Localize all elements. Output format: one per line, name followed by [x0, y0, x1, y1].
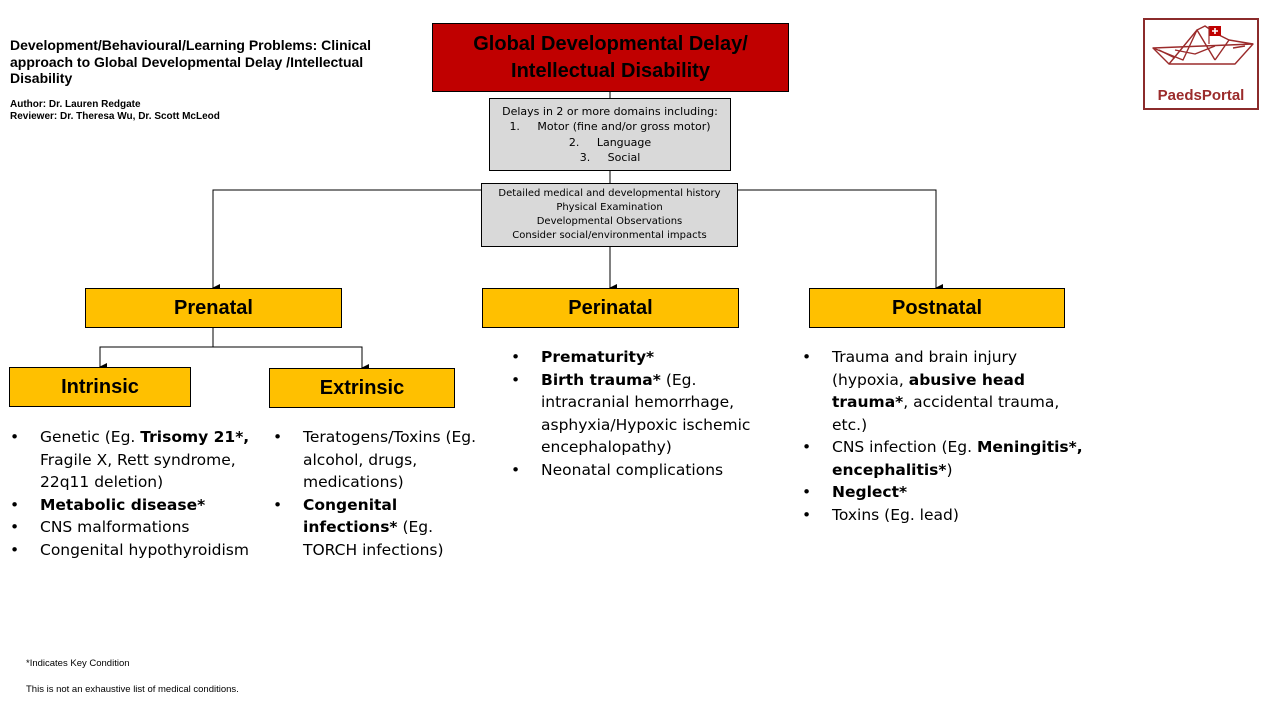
reviewer-line: Reviewer: Dr. Theresa Wu, Dr. Scott McLe… — [10, 111, 220, 122]
paper-boat-icon — [1152, 25, 1254, 65]
assessment-line: Physical Examination — [556, 202, 663, 213]
paedsportal-logo: PaedsPortal — [1143, 18, 1259, 110]
list-item: Metabolic disease* — [10, 494, 260, 517]
list-item: Birth trauma* (Eg. intracranial hemorrha… — [511, 369, 761, 459]
main-diagnosis-box: Global Developmental Delay/ Intellectual… — [432, 23, 789, 92]
assessment-line: Developmental Observations — [536, 216, 683, 227]
perinatal-list: Prematurity* Birth trauma* (Eg. intracra… — [511, 346, 761, 481]
postnatal-list: Trauma and brain injury (hypoxia, abusiv… — [802, 346, 1092, 526]
list-item: Trauma and brain injury (hypoxia, abusiv… — [802, 346, 1092, 436]
list-item: Toxins (Eg. lead) — [802, 504, 1092, 527]
arrow-to-prenatal — [212, 189, 481, 292]
disclaimer-note: This is not an exhaustive list of medica… — [26, 684, 239, 695]
author-credits: Author: Dr. Lauren Redgate Reviewer: Dr.… — [10, 99, 220, 123]
main-box-line1: Global Developmental Delay/ — [473, 32, 748, 55]
list-item: CNS malformations — [10, 516, 260, 539]
key-condition-note: *Indicates Key Condition — [26, 658, 130, 669]
list-item: Genetic (Eg. Trisomy 21*, Fragile X, Ret… — [10, 426, 260, 494]
arrow-to-postnatal — [738, 189, 943, 292]
domain-item: 2. Language — [568, 135, 652, 149]
list-item: Neonatal complications — [511, 459, 761, 482]
domains-intro: Delays in 2 or more domains including: — [502, 104, 718, 118]
arrow-to-extrinsic — [213, 346, 369, 372]
list-item: Prematurity* — [511, 346, 761, 369]
assessment-box: Detailed medical and developmental histo… — [481, 183, 738, 247]
list-item: CNS infection (Eg. Meningitis*, encephal… — [802, 436, 1092, 481]
page-title: Development/Behavioural/Learning Problem… — [10, 37, 371, 86]
assessment-line: Consider social/environmental impacts — [512, 230, 707, 241]
assessment-line: Detailed medical and developmental histo… — [498, 188, 721, 199]
domain-item: 3. Social — [579, 151, 641, 164]
arrow-to-intrinsic — [99, 346, 213, 371]
perinatal-box: Perinatal — [482, 288, 739, 328]
logo-text: PaedsPortal — [1157, 87, 1245, 104]
extrinsic-list: Teratogens/Toxins (Eg. alcohol, drugs, m… — [273, 426, 488, 561]
extrinsic-box: Extrinsic — [269, 368, 455, 408]
intrinsic-list: Genetic (Eg. Trisomy 21*, Fragile X, Ret… — [10, 426, 260, 561]
main-box-line2: Intellectual Disability — [511, 59, 710, 82]
list-item: Neglect* — [802, 481, 1092, 504]
list-item: Congenital infections* (Eg. TORCH infect… — [273, 494, 488, 562]
prenatal-box: Prenatal — [85, 288, 342, 328]
author-line: Author: Dr. Lauren Redgate — [10, 99, 141, 110]
domains-box: Delays in 2 or more domains including: 1… — [489, 98, 731, 171]
domain-item: 1. Motor (fine and/or gross motor) — [509, 120, 711, 133]
list-item: Teratogens/Toxins (Eg. alcohol, drugs, m… — [273, 426, 488, 494]
intrinsic-box: Intrinsic — [9, 367, 191, 407]
list-item: Congenital hypothyroidism — [10, 539, 260, 562]
postnatal-box: Postnatal — [809, 288, 1065, 328]
